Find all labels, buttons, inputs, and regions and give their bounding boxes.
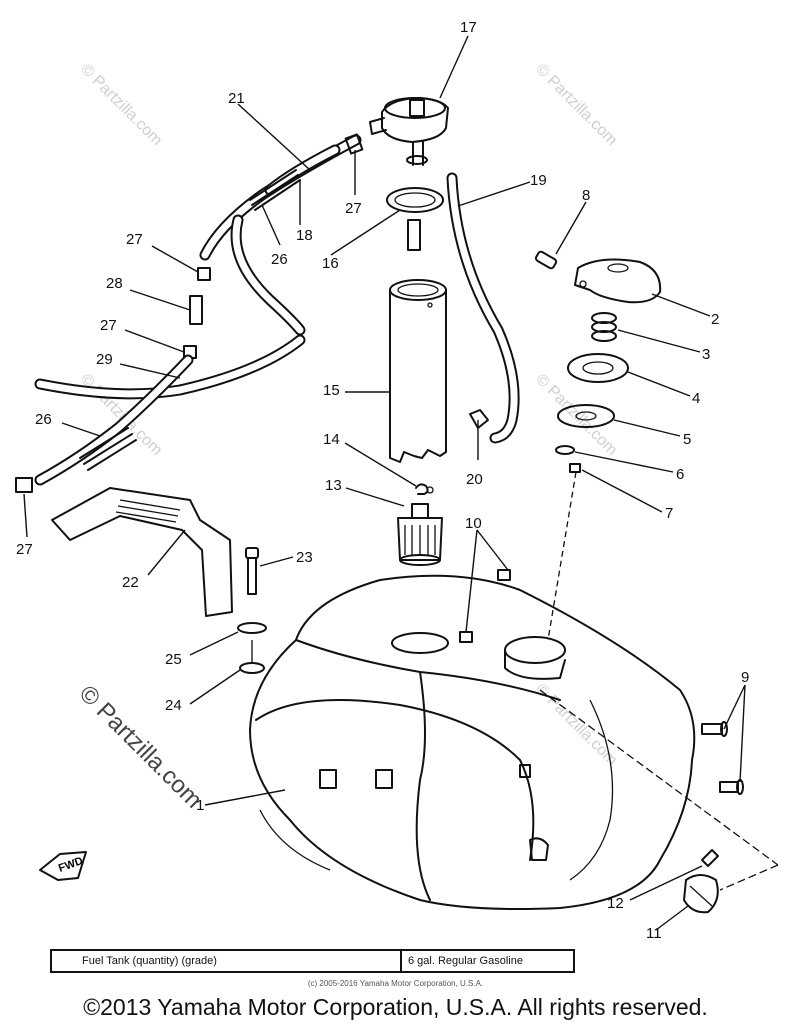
spec-label: Fuel Tank (quantity) (grade)	[52, 951, 402, 971]
assembly-line-filler	[547, 471, 577, 641]
spec-table: Fuel Tank (quantity) (grade) 6 gal. Regu…	[50, 949, 575, 973]
callout-1: 1	[196, 797, 204, 814]
part-joint-28	[189, 295, 203, 325]
watermark-large: © Partzilla.com	[74, 680, 207, 813]
callout-18: 18	[296, 227, 313, 244]
callout-3: 3	[702, 346, 710, 363]
callout-12: 12	[607, 895, 624, 912]
callout-16: 16	[322, 255, 339, 272]
callout-10: 10	[465, 515, 482, 532]
part-spring-guard-lower	[79, 427, 137, 471]
part-washer-25	[237, 622, 267, 634]
callout-27-end: 27	[16, 541, 33, 558]
part-return-hose	[446, 172, 520, 444]
callout-20: 20	[466, 471, 483, 488]
part-fuel-filter	[397, 503, 443, 566]
callout-17: 17	[460, 19, 477, 36]
part-o-ring	[555, 445, 575, 455]
part-clip	[415, 483, 434, 495]
part-clamp-27-end	[15, 477, 33, 493]
callout-5: 5	[683, 431, 691, 448]
part-hose-clamp-20	[469, 409, 489, 429]
callout-27-upper: 27	[345, 200, 362, 217]
fwd-arrow-icon: FWD	[39, 851, 87, 881]
part-plate	[567, 353, 629, 383]
part-clamp-27-upper	[344, 133, 364, 155]
callout-13: 13	[325, 477, 342, 494]
callout-24: 24	[165, 697, 182, 714]
callout-11: 11	[646, 925, 662, 942]
watermark-top-left: © Partzilla.com	[77, 61, 165, 149]
part-tank-strap	[51, 487, 233, 617]
callout-19: 19	[530, 172, 547, 189]
part-pin	[534, 250, 558, 270]
callout-25: 25	[165, 651, 182, 668]
callout-15: 15	[323, 382, 340, 399]
callout-27-lower: 27	[100, 317, 117, 334]
callout-14: 14	[323, 431, 340, 448]
callout-4: 4	[692, 390, 700, 407]
part-fuel-fitting-11	[683, 874, 719, 914]
assembly-line-fitting-end	[719, 864, 779, 891]
part-fuel-sender-cap	[369, 97, 449, 251]
part-screw-12	[701, 849, 719, 867]
part-gasket-5	[557, 404, 615, 428]
callout-21: 21	[228, 90, 245, 107]
callout-26-upper: 26	[271, 251, 288, 268]
part-fuel-hose-upper	[199, 134, 362, 336]
watermark-top-right: © Partzilla.com	[532, 61, 620, 149]
part-bolt-9	[701, 721, 744, 795]
callout-2: 2	[711, 311, 719, 328]
part-bolt-23	[245, 547, 259, 595]
part-pickup-tube	[389, 279, 447, 463]
callout-7: 7	[665, 505, 673, 522]
small-copyright: (c) 2005-2016 Yamaha Motor Corporation, …	[307, 979, 484, 988]
part-filler-cap	[574, 258, 662, 304]
part-nut-7	[569, 463, 581, 473]
part-gasket-ring	[386, 187, 444, 213]
leader-lines	[23, 35, 746, 931]
callout-27-mid: 27	[126, 231, 143, 248]
callout-9: 9	[741, 669, 749, 686]
callout-26-lower: 26	[35, 411, 52, 428]
part-fuel-hose-long	[34, 334, 306, 486]
spec-value: 6 gal. Regular Gasoline	[408, 955, 523, 967]
part-fuel-tank	[249, 574, 696, 910]
callout-23: 23	[296, 549, 313, 566]
assembly-line-fitting	[539, 689, 779, 866]
part-clamp-27-mid	[197, 267, 211, 281]
copyright-notice: ©2013 Yamaha Motor Corporation, U.S.A. A…	[83, 994, 708, 1020]
callout-29: 29	[96, 351, 113, 368]
callout-8: 8	[582, 187, 590, 204]
callout-22: 22	[122, 574, 139, 591]
part-washer-24	[239, 640, 265, 674]
part-spring	[591, 312, 617, 342]
callout-6: 6	[676, 466, 684, 483]
callout-28: 28	[106, 275, 123, 292]
callout-labels: 17 21 27 18 26 16 19 8 2 3 4 5 6 7 27 28…	[16, 19, 749, 942]
